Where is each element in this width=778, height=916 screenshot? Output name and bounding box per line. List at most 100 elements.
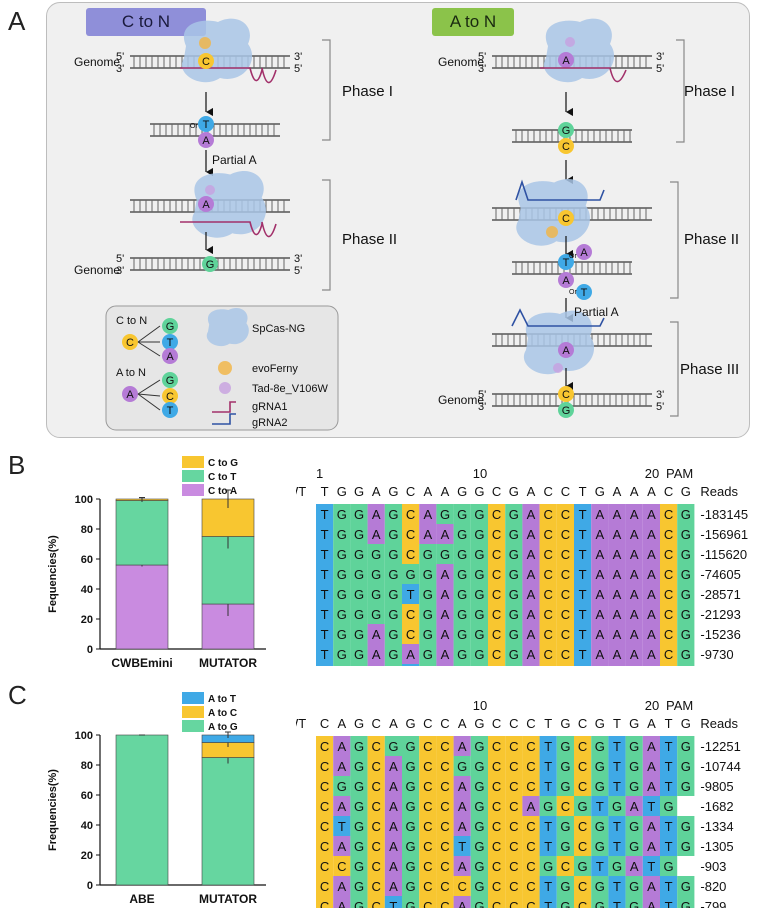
seq-c-base-8-19: A bbox=[647, 899, 656, 908]
seq-b-cell-3-4 bbox=[384, 564, 402, 584]
seq-c-base-0-0: C bbox=[320, 739, 329, 754]
seq-c-cell-6-18 bbox=[625, 856, 643, 876]
seq-c-base-6-3: C bbox=[372, 859, 381, 874]
seq-b-base-0-10: C bbox=[492, 507, 501, 522]
seq-b-base-1-4: G bbox=[388, 527, 398, 542]
seq-c-base-4-12: C bbox=[526, 819, 535, 834]
seq-b-cell-8-20 bbox=[660, 664, 678, 666]
seq-b-base-7-12: A bbox=[527, 647, 536, 662]
seq-c-ref-16: G bbox=[595, 716, 605, 731]
seq-c-base-3-6: C bbox=[423, 799, 432, 814]
seq-c-base-1-19: A bbox=[647, 759, 656, 774]
seq-c-base-8-20: T bbox=[665, 899, 673, 908]
nt-right-g2 bbox=[558, 402, 574, 418]
seq-c-wt: WT bbox=[296, 716, 306, 731]
seq-c-cell-5-20 bbox=[660, 836, 678, 856]
seq-c-base-7-19: A bbox=[647, 879, 656, 894]
seq-c-cell-7-1 bbox=[333, 876, 351, 896]
seq-c-cell-4-1 bbox=[333, 816, 351, 836]
seq-c-cell-3-5 bbox=[402, 796, 420, 816]
seq-c-ref-9: G bbox=[474, 716, 484, 731]
seq-b-cell-0-6 bbox=[419, 504, 437, 524]
seq-b-cell-0-1 bbox=[333, 504, 351, 524]
seq-c-cell-4-11 bbox=[505, 816, 523, 836]
seq-b-cell-8-13 bbox=[539, 664, 557, 666]
seq-c-cell-5-12 bbox=[522, 836, 540, 856]
seq-b-ref-16: G bbox=[595, 484, 605, 499]
seq-b-ref-12: A bbox=[527, 484, 536, 499]
nt-left-t bbox=[198, 116, 214, 132]
seq-c-cell-1-17 bbox=[608, 756, 626, 776]
nt-left-c1 bbox=[198, 53, 214, 69]
nt-right-c2 bbox=[558, 210, 574, 226]
seq-b-cell-3-17 bbox=[608, 564, 626, 584]
seq-c-base-1-17: T bbox=[613, 759, 621, 774]
seq-b-cell-5-16 bbox=[591, 604, 609, 624]
chart-b-legend-label-0: C to G bbox=[208, 458, 238, 469]
seq-b-cell-6-7 bbox=[436, 624, 454, 644]
chart-c-legend-label-0: A to T bbox=[208, 694, 236, 705]
seq-b-cell-0-17 bbox=[608, 504, 626, 524]
seq-c-cell-8-16 bbox=[591, 896, 609, 908]
chart-c-legend-swatch-2 bbox=[182, 720, 204, 732]
seq-c-cell-5-17 bbox=[608, 836, 626, 856]
chart-b-ytick-label-4: 80 bbox=[81, 524, 93, 536]
seq-b-cell-8-2 bbox=[350, 664, 368, 666]
seq-c-base-0-2: G bbox=[354, 739, 364, 754]
legend-a-to-n: A to N bbox=[116, 367, 146, 379]
seq-b-base-2-2: G bbox=[354, 547, 364, 562]
seq-b-reads-3: -74605 bbox=[700, 567, 740, 582]
seq-c-cell-6-13 bbox=[539, 856, 557, 876]
seq-c-cell-5-5 bbox=[402, 836, 420, 856]
seq-c-cell-5-6 bbox=[419, 836, 437, 856]
seq-c-base-0-5: G bbox=[406, 739, 416, 754]
seq-b-base-2-19: A bbox=[647, 547, 656, 562]
seq-b-cell-6-16 bbox=[591, 624, 609, 644]
legend-an-C bbox=[162, 388, 178, 404]
seq-b-ref-4: G bbox=[388, 484, 398, 499]
seq-c-base-7-17: T bbox=[613, 879, 621, 894]
seq-c-base-1-2: G bbox=[354, 759, 364, 774]
legend-c-line-0 bbox=[137, 325, 161, 343]
seq-b-cell-3-6 bbox=[419, 564, 437, 584]
seq-b-base-4-11: G bbox=[509, 587, 519, 602]
seq-c-cell-2-5 bbox=[402, 776, 420, 796]
seq-c-cell-3-6 bbox=[419, 796, 437, 816]
seq-c-base-7-4: A bbox=[389, 879, 398, 894]
seq-c-base-2-3: C bbox=[372, 779, 381, 794]
seq-b-cell-8-0 bbox=[316, 664, 334, 666]
seq-c-ref-2: G bbox=[354, 716, 364, 731]
legend-an-G bbox=[162, 372, 178, 388]
seq-c-base-4-5: G bbox=[406, 819, 416, 834]
seq-c-cell-8-9 bbox=[470, 896, 488, 908]
seq-b-cell-6-0 bbox=[316, 624, 334, 644]
seq-c-cell-0-4 bbox=[384, 736, 402, 756]
seq-c-cell-4-2 bbox=[350, 816, 368, 836]
seq-b-cell-3-20 bbox=[660, 564, 678, 584]
seq-b-base-4-10: C bbox=[492, 587, 501, 602]
seq-b-ref-1: G bbox=[337, 484, 347, 499]
seq-c-base-7-2: G bbox=[354, 879, 364, 894]
legend-c bbox=[122, 334, 138, 350]
ends-right-1b-3: 3' bbox=[656, 51, 664, 63]
seq-c-cell-2-14 bbox=[556, 776, 574, 796]
panel-label-b: B bbox=[8, 450, 26, 480]
seq-c-cell-2-1 bbox=[333, 776, 351, 796]
seq-c-base-5-9: G bbox=[474, 839, 484, 854]
seq-c-base-0-20: T bbox=[665, 739, 673, 754]
seq-c-cell-6-6 bbox=[419, 856, 437, 876]
seq-c-cell-1-7 bbox=[436, 756, 454, 776]
seq-b-base-2-9: G bbox=[474, 547, 484, 562]
seq-c-base-4-16: G bbox=[595, 819, 605, 834]
seq-b-base-0-4: G bbox=[388, 507, 398, 522]
chart-c-legend-swatch-1 bbox=[182, 706, 204, 718]
seq-c-ref-14: G bbox=[560, 716, 570, 731]
tad-right-5 bbox=[553, 363, 563, 373]
seq-b-base-6-10: C bbox=[492, 627, 501, 642]
seq-b-cell-2-15 bbox=[574, 544, 592, 564]
seq-b-ref-18: A bbox=[630, 484, 639, 499]
seq-b-cell-1-10 bbox=[488, 524, 506, 544]
seq-c-cell-3-1 bbox=[333, 796, 351, 816]
seq-c-cell-3-11 bbox=[505, 796, 523, 816]
ends-right-1b-5: 5' bbox=[656, 63, 664, 75]
